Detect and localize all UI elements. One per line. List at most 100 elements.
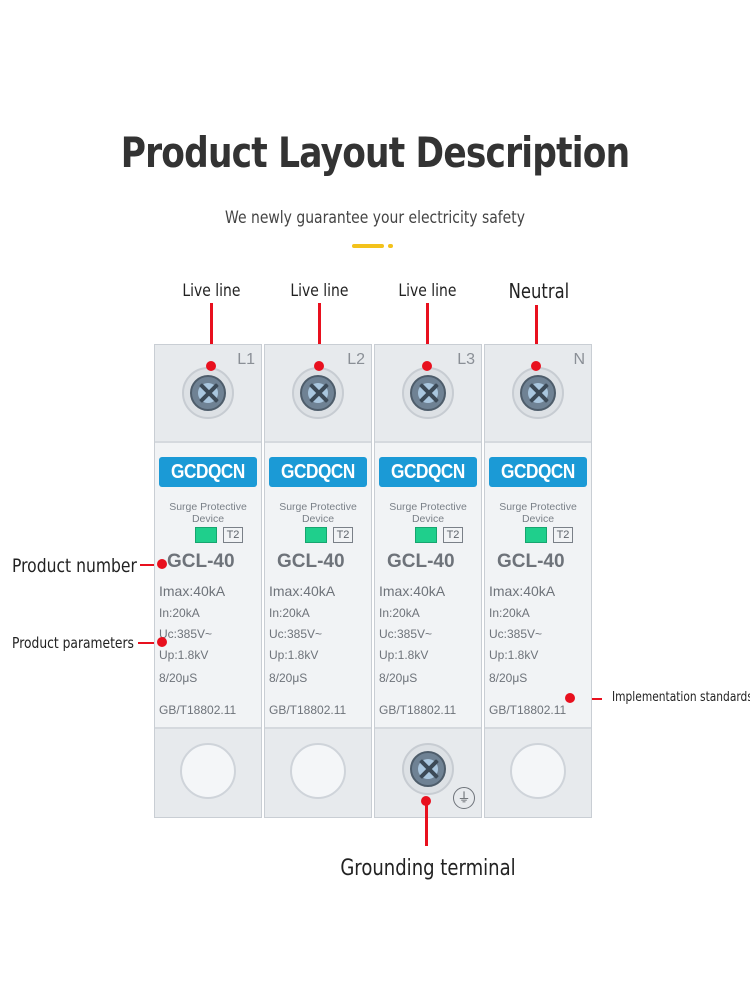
leader-grounding-terminal xyxy=(425,800,428,846)
dot-live-line-3 xyxy=(422,361,432,371)
spec-imax: Imax:40kA xyxy=(379,583,446,599)
class-badge: T2 xyxy=(223,527,243,543)
brand-badge: GCDQCN xyxy=(379,457,477,487)
spec-up: Up:1.8kV xyxy=(269,648,319,662)
brand-badge: GCDQCN xyxy=(159,457,257,487)
dot-product-number xyxy=(157,559,167,569)
callout-live-line-3: Live line xyxy=(398,281,457,301)
dot-grounding-terminal xyxy=(421,796,431,806)
spec-in: In:20kA xyxy=(159,606,200,620)
phase-label: N xyxy=(573,351,585,368)
spec-standard: GB/T18802.11 xyxy=(379,703,457,717)
screw-terminal-icon xyxy=(512,367,564,419)
phase-label: L3 xyxy=(457,351,475,368)
class-badge: T2 xyxy=(333,527,353,543)
top-terminal-block: L1 xyxy=(155,345,261,443)
spec-standard: GB/T18802.11 xyxy=(159,703,237,717)
spec-waveform: 8/20μS xyxy=(489,671,528,685)
dot-neutral xyxy=(531,361,541,371)
spec-standard: GB/T18802.11 xyxy=(489,703,567,717)
screw-terminal-icon xyxy=(402,367,454,419)
callout-neutral: Neutral xyxy=(508,279,570,303)
leader-live-line-2 xyxy=(318,303,321,365)
spec-imax: Imax:40kA xyxy=(489,583,556,599)
top-terminal-block: L3 xyxy=(375,345,481,443)
screw-terminal-icon xyxy=(292,367,344,419)
leader-neutral xyxy=(535,305,538,365)
spec-imax: Imax:40kA xyxy=(159,583,226,599)
bottom-block xyxy=(265,727,371,817)
leader-live-line-3 xyxy=(426,303,429,365)
callout-grounding-terminal: Grounding terminal xyxy=(340,856,516,881)
blank-cap xyxy=(180,743,236,799)
phase-label: L1 xyxy=(237,351,255,368)
class-badge: T2 xyxy=(443,527,463,543)
top-terminal-block: N xyxy=(485,345,591,443)
page-title: Product Layout Description xyxy=(120,128,630,177)
spec-in: In:20kA xyxy=(379,606,420,620)
status-indicator-window xyxy=(415,527,437,543)
callout-live-line-2: Live line xyxy=(290,281,349,301)
spec-uc: Uc:385V~ xyxy=(159,627,213,641)
spec-waveform: 8/20μS xyxy=(269,671,308,685)
spec-waveform: 8/20μS xyxy=(379,671,418,685)
model-number: GCL-40 xyxy=(277,551,345,572)
leader-live-line-1 xyxy=(210,303,213,365)
ground-screw-terminal-icon xyxy=(402,743,454,795)
phase-label: L2 xyxy=(347,351,365,368)
bottom-block xyxy=(485,727,591,817)
status-indicator-window xyxy=(195,527,217,543)
blank-cap xyxy=(290,743,346,799)
spec-up: Up:1.8kV xyxy=(159,648,209,662)
brand-badge: GCDQCN xyxy=(489,457,587,487)
spec-waveform: 8/20μS xyxy=(159,671,198,685)
callout-product-number: Product number xyxy=(12,555,137,577)
spec-in: In:20kA xyxy=(489,606,530,620)
accent-dot xyxy=(388,244,393,248)
model-number: GCL-40 xyxy=(387,551,455,572)
status-indicator-window xyxy=(525,527,547,543)
brand-badge: GCDQCN xyxy=(269,457,367,487)
page-subtitle: We newly guarantee your electricity safe… xyxy=(225,208,525,228)
spec-in: In:20kA xyxy=(269,606,310,620)
leader-product-parameters xyxy=(138,642,160,644)
dot-live-line-2 xyxy=(314,361,324,371)
dot-live-line-1 xyxy=(206,361,216,371)
spec-uc: Uc:385V~ xyxy=(269,627,323,641)
dot-implementation-standards xyxy=(565,693,575,703)
leader-product-number xyxy=(140,564,162,566)
spec-standard: GB/T18802.11 xyxy=(269,703,347,717)
spec-up: Up:1.8kV xyxy=(379,648,429,662)
model-number: GCL-40 xyxy=(167,551,235,572)
dot-product-parameters xyxy=(157,637,167,647)
spec-uc: Uc:385V~ xyxy=(489,627,543,641)
spec-imax: Imax:40kA xyxy=(269,583,336,599)
status-indicator-window xyxy=(305,527,327,543)
callout-live-line-1: Live line xyxy=(182,281,241,301)
class-badge: T2 xyxy=(553,527,573,543)
bottom-block xyxy=(155,727,261,817)
spec-up: Up:1.8kV xyxy=(489,648,539,662)
callout-product-parameters: Product parameters xyxy=(12,634,134,652)
spec-uc: Uc:385V~ xyxy=(379,627,433,641)
ground-symbol-icon: ⏚ xyxy=(453,787,475,809)
callout-implementation-standards: Implementation standards xyxy=(612,690,750,705)
blank-cap xyxy=(510,743,566,799)
model-number: GCL-40 xyxy=(497,551,565,572)
accent-bar xyxy=(352,244,384,248)
screw-terminal-icon xyxy=(182,367,234,419)
top-terminal-block: L2 xyxy=(265,345,371,443)
